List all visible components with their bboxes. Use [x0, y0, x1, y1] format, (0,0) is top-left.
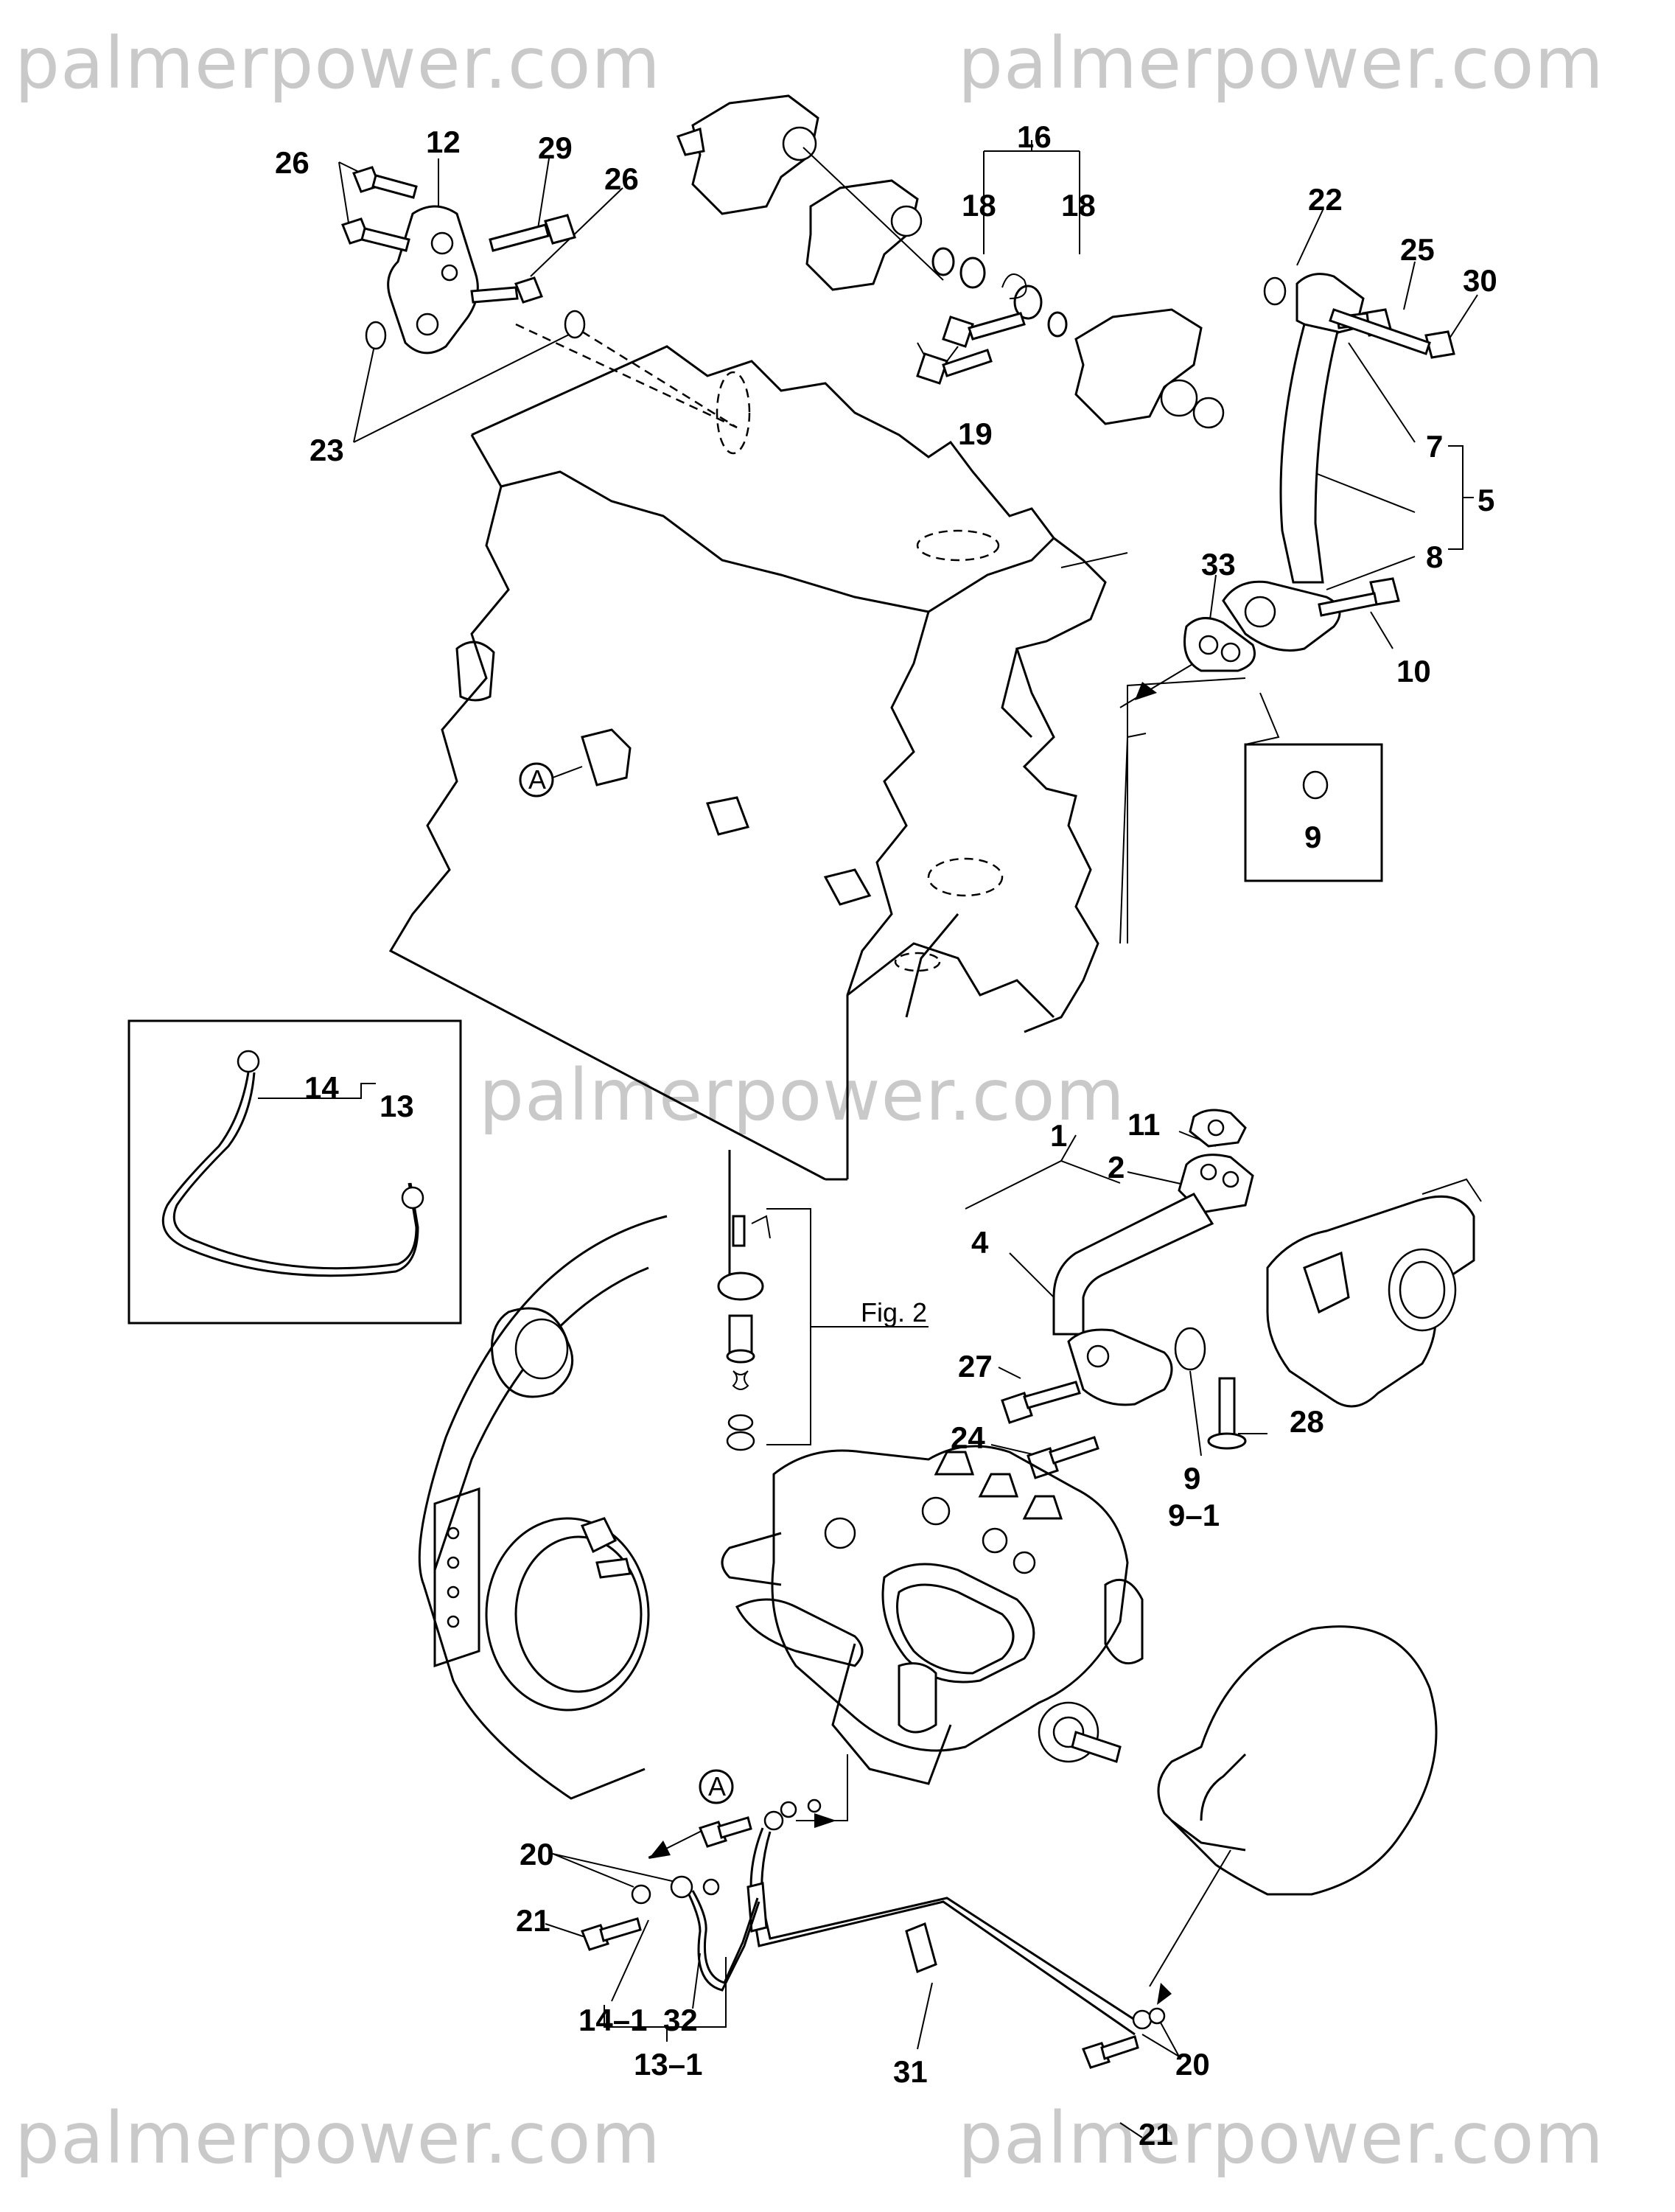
ground-cable-13-1 — [581, 1798, 1166, 2069]
callout-20-left: 20 — [520, 1837, 554, 1871]
ref-a-circle-lower — [699, 1769, 734, 1804]
callout-9-inset: 9 — [1304, 820, 1322, 854]
ref-a-label-upper: A — [528, 764, 547, 795]
callout-24: 24 — [951, 1420, 985, 1455]
callout-11: 11 — [1127, 1107, 1161, 1142]
rocker-arm-assembly — [676, 94, 1225, 429]
fuel-injection-pump — [721, 1445, 1144, 1785]
callout-33: 33 — [1201, 547, 1236, 582]
ground-cable-13-inset — [127, 1019, 462, 1325]
watermark-top-right: palmerpower.com — [958, 22, 1604, 105]
callout-28: 28 — [1290, 1404, 1324, 1439]
callout-21-right: 21 — [1139, 2117, 1173, 2152]
ground-cable-13 — [161, 1050, 424, 1277]
flywheel-housing — [418, 1215, 668, 1800]
callout-26-left: 26 — [275, 145, 310, 180]
fig2-parts-stack — [717, 1215, 771, 1451]
pipe-flange-12 — [341, 166, 586, 355]
oil-pipe-1 — [1001, 1109, 1254, 1479]
callout-23: 23 — [310, 433, 344, 467]
callout-9-1: 9–1 — [1168, 1498, 1220, 1532]
governor-housing — [1266, 1178, 1482, 1408]
callout-21-left: 21 — [516, 1903, 550, 1938]
callout-5: 5 — [1478, 483, 1495, 517]
oil-pipe-5 — [1183, 273, 1455, 672]
callout-30: 30 — [1463, 263, 1497, 298]
callout-29: 29 — [538, 130, 573, 165]
callout-12: 12 — [426, 125, 461, 159]
callout-7: 7 — [1426, 429, 1444, 464]
ref-a-label-lower: A — [708, 1771, 727, 1801]
callout-14-1: 14–1 — [578, 2003, 648, 2037]
callout-10: 10 — [1396, 654, 1431, 688]
callout-9: 9 — [1183, 1461, 1201, 1496]
callout-26-right: 26 — [604, 161, 639, 196]
watermark-top-left: palmerpower.com — [15, 22, 661, 105]
watermark-center: palmerpower.com — [479, 1054, 1125, 1137]
callout-13: 13 — [380, 1089, 414, 1123]
callout-32: 32 — [663, 2003, 698, 2037]
callout-2: 2 — [1108, 1150, 1125, 1184]
callout-20-right: 20 — [1175, 2047, 1210, 2082]
callout-16: 16 — [1017, 119, 1052, 154]
callout-4: 4 — [971, 1225, 989, 1260]
callout-25: 25 — [1400, 232, 1435, 267]
gear-cover — [1157, 1625, 1438, 1896]
callout-14: 14 — [304, 1070, 339, 1105]
callout-31: 31 — [893, 2054, 928, 2089]
fig2-label: Fig. 2 — [861, 1297, 928, 1327]
ref-a-circle-upper — [519, 762, 554, 798]
callout-1: 1 — [1050, 1118, 1068, 1153]
callout-19: 19 — [958, 416, 993, 451]
callout-22: 22 — [1308, 182, 1343, 217]
watermark-bottom-right: palmerpower.com — [958, 2097, 1604, 2180]
callout-8: 8 — [1426, 540, 1444, 574]
watermark-bottom-left: palmerpower.com — [15, 2097, 661, 2180]
o-ring-9-inset — [1244, 743, 1383, 882]
callout-18-left: 18 — [962, 188, 996, 223]
callout-27: 27 — [958, 1349, 993, 1384]
engine-block — [388, 345, 1107, 1283]
callout-18-right: 18 — [1061, 188, 1096, 223]
callout-13-1: 13–1 — [634, 2047, 703, 2082]
direction-arrows — [648, 682, 1172, 2005]
